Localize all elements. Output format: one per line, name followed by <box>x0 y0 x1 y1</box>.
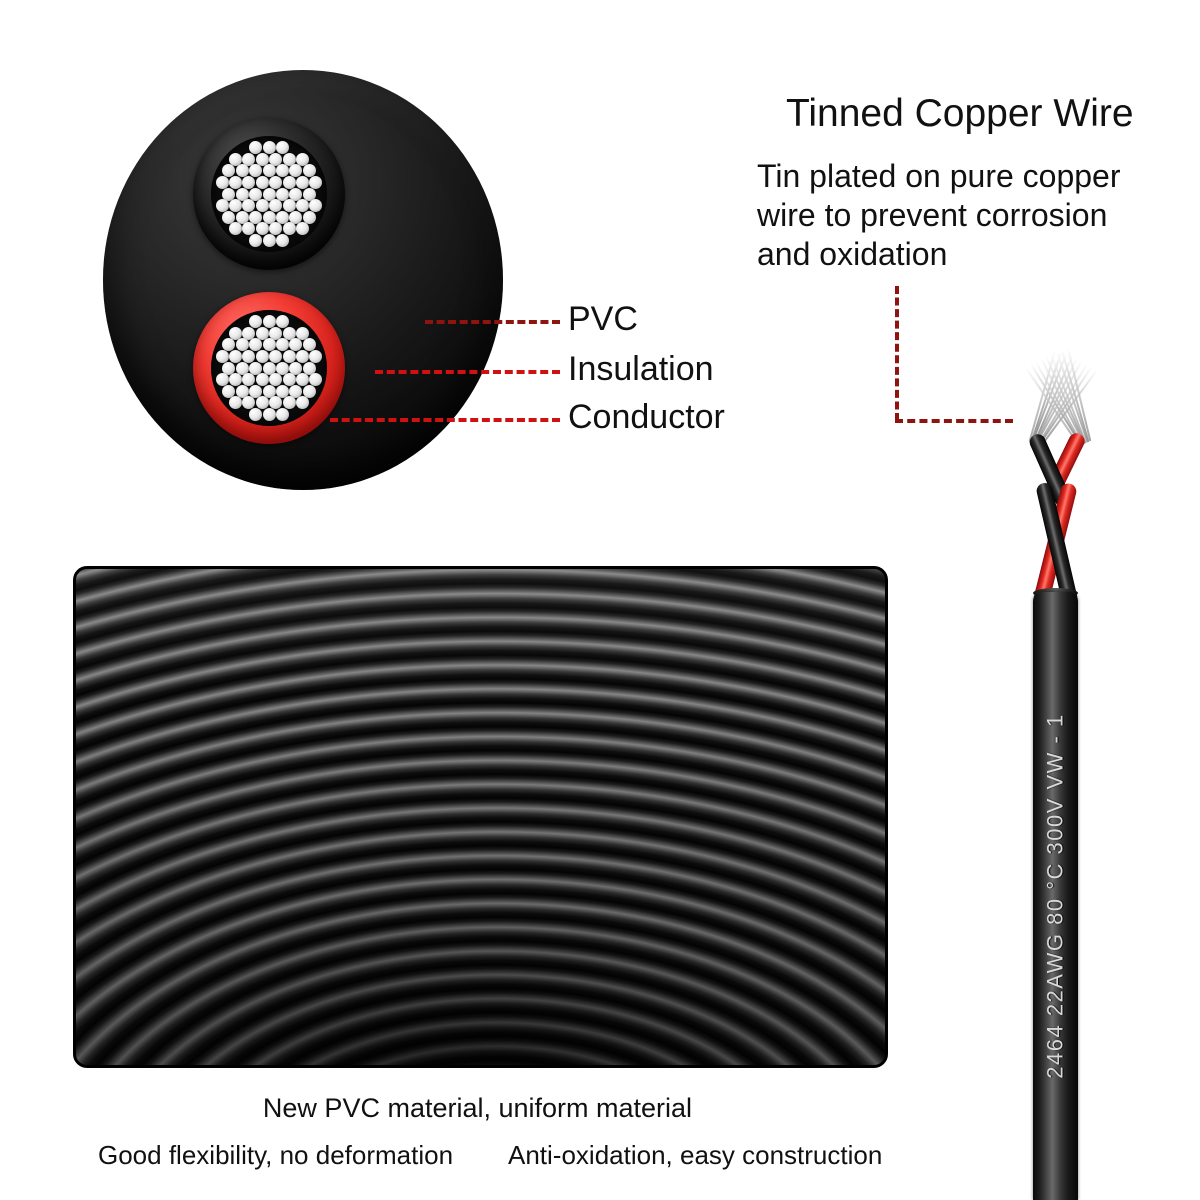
copper-strand <box>296 396 309 409</box>
copper-strand <box>263 234 276 247</box>
copper-strand <box>296 373 309 386</box>
copper-strand <box>276 408 289 421</box>
copper-strand <box>263 408 276 421</box>
strand-cluster <box>211 136 327 252</box>
black-core-conductor-bundle <box>211 136 327 252</box>
cable-cross-section <box>103 70 503 490</box>
copper-strand <box>242 176 255 189</box>
copper-strand <box>309 199 322 212</box>
callout-label-pvc: PVC <box>568 302 638 336</box>
copper-strand <box>269 350 282 363</box>
copper-strand <box>256 176 269 189</box>
copper-strand <box>256 350 269 363</box>
copper-strand <box>229 199 242 212</box>
copper-strand <box>216 176 229 189</box>
copper-strand <box>276 315 289 328</box>
copper-strand <box>249 315 262 328</box>
leader-line-conductor <box>330 418 560 422</box>
copper-strand <box>283 350 296 363</box>
leader-line-vertical <box>895 286 899 421</box>
coil-caption-right: Anti-oxidation, easy construction <box>508 1140 882 1170</box>
copper-strand <box>276 234 289 247</box>
coil-caption-main: New PVC material, uniform material <box>73 1093 882 1123</box>
strand-cluster <box>211 310 327 426</box>
copper-strand <box>309 176 322 189</box>
copper-strand <box>229 350 242 363</box>
copper-strand <box>229 222 242 235</box>
copper-strand <box>249 408 262 421</box>
copper-strand <box>296 199 309 212</box>
page-title: Tinned Copper Wire <box>786 92 1134 136</box>
copper-strand <box>216 350 229 363</box>
copper-strand <box>229 176 242 189</box>
copper-strand <box>276 141 289 154</box>
copper-strand <box>309 350 322 363</box>
red-core-conductor-bundle <box>211 310 327 426</box>
cable-coil-photo-panel <box>73 566 888 1068</box>
copper-strand <box>309 373 322 386</box>
copper-strand <box>249 141 262 154</box>
callout-label-conductor: Conductor <box>568 400 725 434</box>
callout-label-insulation: Insulation <box>568 352 714 386</box>
copper-strand <box>256 373 269 386</box>
leader-line-insulation <box>375 370 560 374</box>
copper-strand <box>242 350 255 363</box>
copper-strand <box>283 176 296 189</box>
copper-strand <box>229 373 242 386</box>
wire-photo: 2464 22AWG 80 °C 300V VW - 1 <box>985 330 1175 1200</box>
copper-strand <box>269 176 282 189</box>
copper-strand <box>256 199 269 212</box>
jacket-print-label: 2464 22AWG 80 °C 300V VW - 1 <box>1043 713 1069 1078</box>
copper-strand <box>296 350 309 363</box>
red-core-insulation <box>193 292 345 444</box>
leader-line-pvc <box>425 320 560 324</box>
copper-strand <box>296 222 309 235</box>
page-description: Tin plated on pure copper wire to preven… <box>757 157 1167 274</box>
copper-strand <box>249 234 262 247</box>
jacket-printed-text: 2464 22AWG 80 °C 300V VW - 1 <box>1033 592 1078 1200</box>
copper-strand <box>296 176 309 189</box>
coil-caption-left: Good flexibility, no deformation <box>98 1140 453 1170</box>
black-core-insulation <box>193 118 345 270</box>
copper-strand <box>229 396 242 409</box>
coil-image-shading <box>76 569 885 1065</box>
